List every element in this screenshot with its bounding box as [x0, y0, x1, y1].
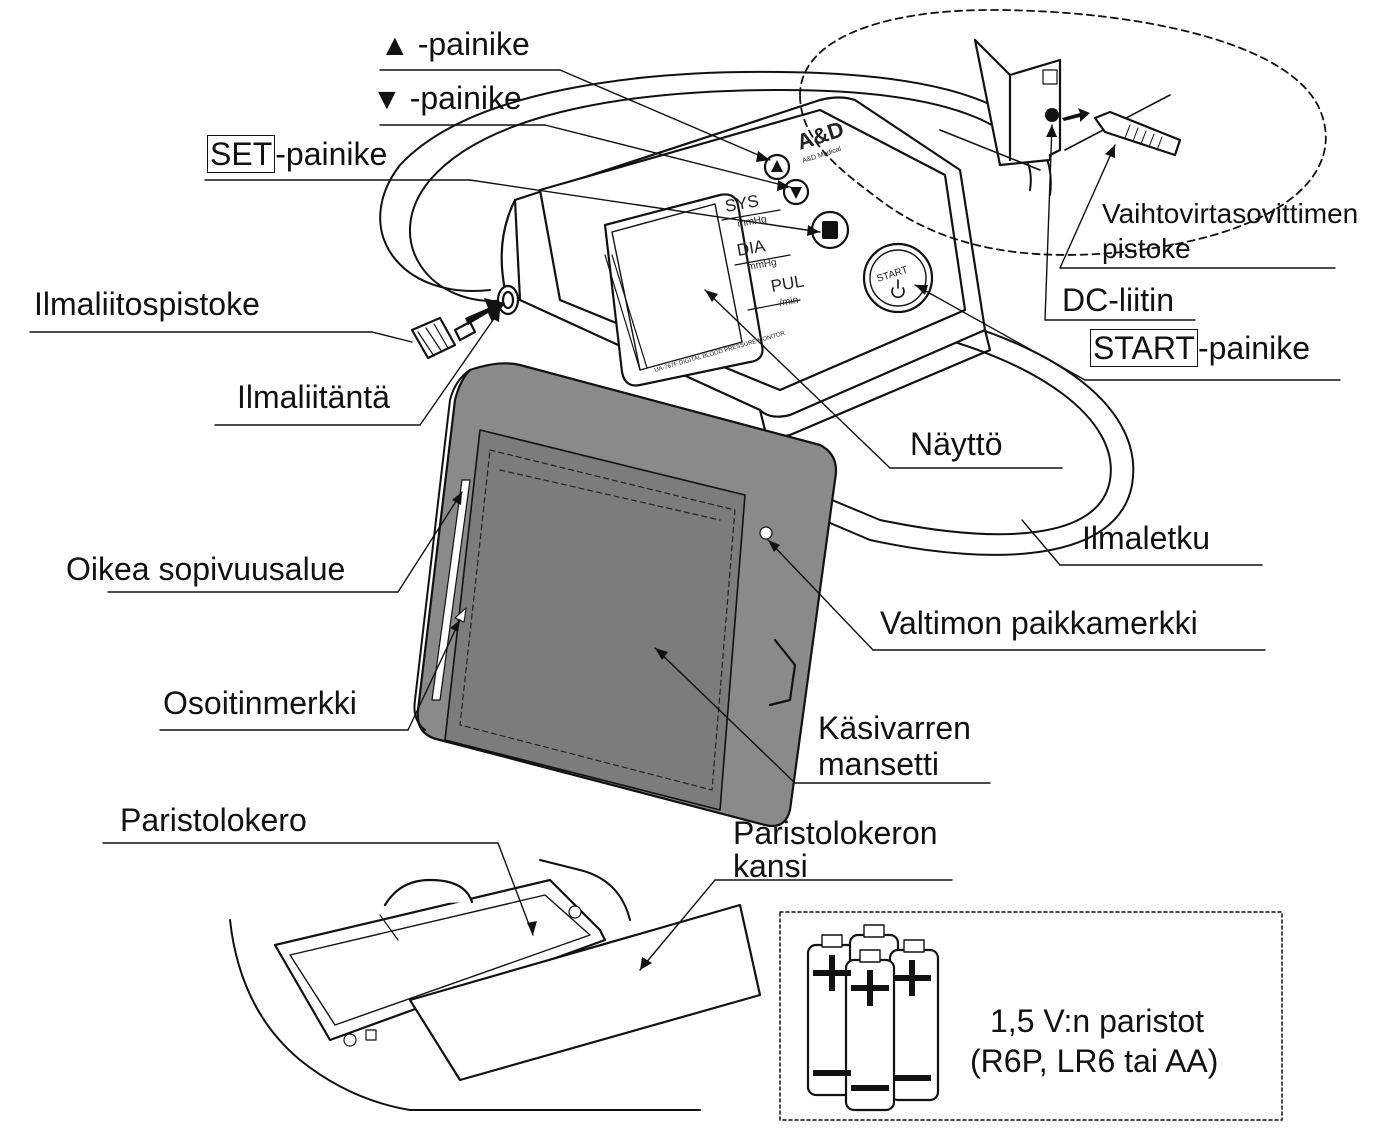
label-battery-compartment: Paristolokero — [120, 802, 307, 838]
label-adapter-line1: Vaihtovirtasovittimen — [1102, 198, 1359, 229]
leader-lines — [29, 69, 1341, 971]
label-display: Näyttö — [910, 426, 1003, 462]
label-batteries-line1: 1,5 V:n paristot — [990, 1003, 1205, 1039]
dia-label: DIA — [735, 236, 767, 260]
label-start-button: START-painike — [1090, 329, 1310, 367]
minus-icon — [813, 1070, 851, 1076]
label-cover-line2: kansi — [733, 848, 808, 884]
label-artery-mark: Valtimon paikkamerkki — [880, 605, 1198, 641]
battery-cells — [806, 924, 940, 1112]
label-dc-jack: DC-liitin — [1062, 282, 1174, 318]
label-cover-line1: Paristolokeron — [733, 815, 938, 851]
adapter-plug — [1093, 110, 1182, 157]
air-plug-connector — [410, 316, 477, 360]
label-cuff-line2: mansetti — [818, 746, 939, 782]
sys-unit: mmHg — [737, 214, 768, 230]
battery-compartment-illustration — [229, 859, 762, 1111]
label-adapter-line2: pistoke — [1102, 233, 1191, 264]
label-air-plug: Ilmaliitospistoke — [34, 286, 260, 322]
minus-icon — [893, 1075, 931, 1081]
label-up-button: ▲-painike — [380, 26, 530, 62]
minus-icon — [851, 1085, 889, 1091]
label-index-mark: Osoitinmerkki — [163, 685, 357, 721]
plus-icon — [829, 955, 835, 991]
triangle-down-icon: ▼ — [372, 83, 402, 116]
label-correct-range: Oikea sopivuusalue — [66, 551, 346, 587]
arrowheads — [450, 125, 1115, 970]
pul-unit: /min — [779, 295, 800, 309]
arm-cuff — [413, 362, 838, 828]
label-batteries-line2: (R6P, LR6 tai AA) — [970, 1043, 1219, 1079]
plus-icon — [909, 960, 915, 996]
label-cuff-line1: Käsivarren — [818, 710, 971, 746]
dc-jack-hole — [1045, 108, 1059, 122]
monitor-body — [496, 96, 992, 438]
label-down-button: ▼-painike — [372, 80, 522, 116]
dia-unit: mmHg — [747, 257, 778, 273]
label-set-button: SET-painike — [207, 135, 387, 173]
air-jack — [496, 284, 520, 316]
triangle-up-icon: ▲ — [380, 29, 410, 62]
label-air-port: Ilmaliitäntä — [237, 379, 390, 415]
batteries-box — [779, 911, 1283, 1121]
label-air-tube: Ilmaletku — [1082, 520, 1211, 556]
dc-detail — [799, 9, 1327, 256]
plus-icon — [867, 970, 873, 1006]
air-plug-arrow — [465, 298, 505, 325]
